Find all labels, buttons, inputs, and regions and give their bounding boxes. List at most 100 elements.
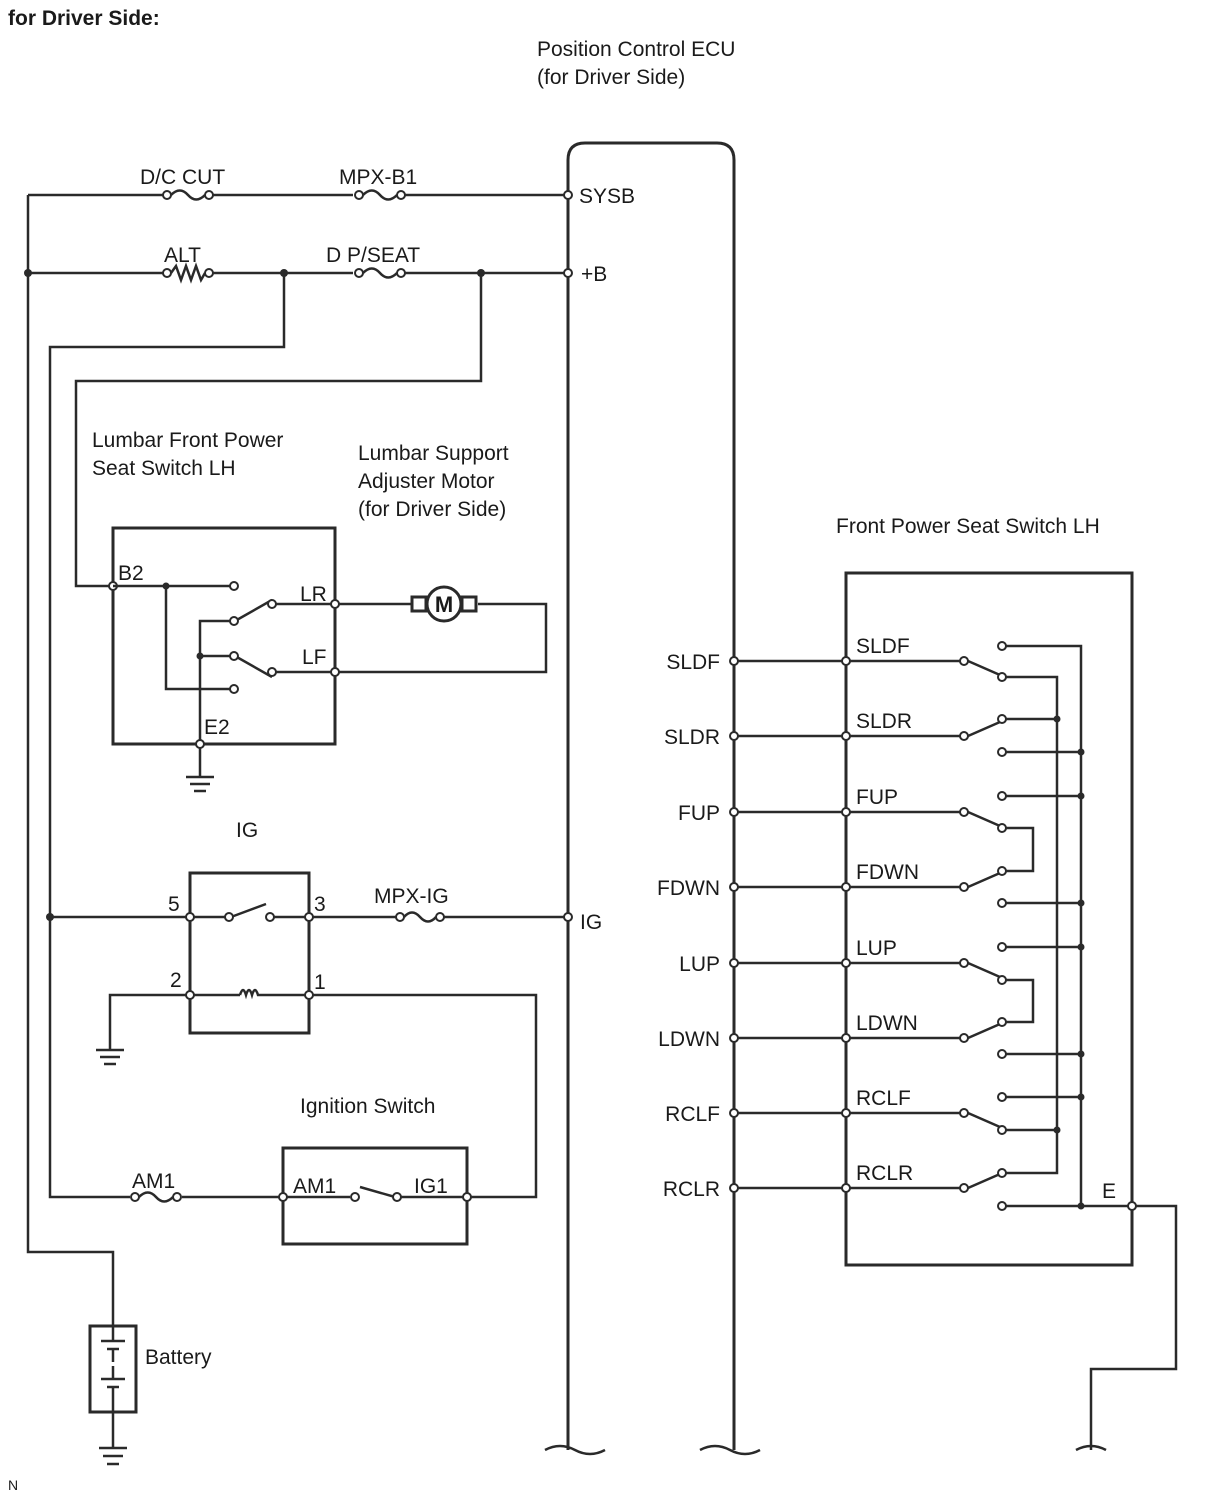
switch-contact [392, 1192, 402, 1202]
fuse-dp-seat [354, 267, 406, 279]
ground-symbol-icon [186, 748, 214, 793]
seat-switch-signal-label: FDWN [856, 861, 919, 884]
switch-contact [997, 672, 1007, 682]
ignition-switch-title: Ignition Switch [300, 1095, 435, 1118]
switch-contact [959, 882, 969, 892]
seat-switch-bus-wire [1006, 717, 1081, 1132]
switch-contact [997, 791, 1007, 801]
seat-switch-bus-wire [1006, 675, 1059, 1175]
ignition-ig1-label: IG1 [414, 1175, 448, 1198]
lumbar-lf-label: LF [302, 646, 327, 669]
ground-symbol-icon [96, 1048, 124, 1066]
battery-label: Battery [145, 1346, 212, 1369]
lumbar-lr-label: LR [300, 583, 327, 606]
fuse-mpx-ig [395, 911, 445, 923]
switch-contact [959, 958, 969, 968]
ground-break-mark [1075, 1444, 1107, 1452]
switch-contact [997, 866, 1007, 876]
switch-contact [229, 616, 239, 626]
lumbar-e2-label: E2 [204, 716, 230, 739]
ecu-signal-terminal [729, 1033, 739, 1043]
seat-switch-ground-wire [1089, 1204, 1178, 1450]
ecu-title-line2: (for Driver Side) [537, 66, 685, 89]
motor-wire [339, 602, 548, 674]
ig-relay-pin3 [304, 912, 314, 922]
switch-contact [959, 656, 969, 666]
ecu-sysb-label: SYSB [579, 185, 635, 208]
diagram-heading: for Driver Side: [8, 7, 160, 30]
ig-relay-pin1-label: 1 [314, 971, 326, 994]
switch-contact [265, 912, 275, 922]
seat-switch-signal-label: RCLF [856, 1087, 911, 1110]
ecu-signal-terminal [729, 882, 739, 892]
seat-switch-signal-terminal [841, 882, 851, 892]
switch-lever [967, 659, 1001, 677]
switch-lever [967, 1111, 1001, 1129]
seat-switch-box [844, 571, 1134, 1267]
switch-contact [350, 1192, 360, 1202]
seat-switch-e-terminal [1127, 1201, 1137, 1211]
ecu-ig-terminal [563, 912, 573, 922]
switch-contact [229, 651, 239, 661]
switch-contact [997, 1049, 1007, 1059]
ground-symbol-icon [99, 1412, 127, 1466]
ecu-body [566, 141, 736, 1450]
seat-switch-signal-label: SLDR [856, 710, 912, 733]
seat-switch-signal-label: RCLR [856, 1162, 913, 1185]
switch-contact [959, 731, 969, 741]
switch-lever [967, 810, 1001, 828]
ig-relay-pin1 [304, 990, 314, 1000]
seat-switch-signal-terminal [841, 731, 851, 741]
fuse-mpx-ig-label: MPX-IG [374, 885, 449, 908]
switch-contact [997, 714, 1007, 724]
switch-contact [959, 1108, 969, 1118]
junction-dot [46, 913, 54, 921]
switch-lever [967, 1172, 1001, 1190]
ecu-signal-label: RCLF [665, 1103, 720, 1126]
switch-contact [959, 1033, 969, 1043]
junction-dot [162, 582, 170, 590]
junction-dot [1053, 1126, 1061, 1134]
switch-contact [997, 975, 1007, 985]
seat-switch-signal-label: SLDF [856, 635, 910, 658]
ecu-sysb-terminal [563, 190, 573, 200]
fuse-mpx-b1 [354, 189, 406, 201]
lumbar-lf-terminal [330, 667, 340, 677]
ecu-signal-label: FUP [678, 802, 720, 825]
switch-contact [224, 912, 234, 922]
fuse-alt [162, 262, 214, 284]
seat-switch-signal-terminal [841, 1108, 851, 1118]
switch-contact [959, 807, 969, 817]
switch-contact [997, 823, 1007, 833]
switch-contact [997, 747, 1007, 757]
switch-contact [997, 1017, 1007, 1027]
ignition-ig1-terminal [462, 1192, 472, 1202]
junction-dot [196, 652, 204, 660]
lumbar-switch-title-line2: Seat Switch LH [92, 457, 236, 480]
ig-relay-pin2-label: 2 [170, 969, 182, 992]
switch-contact [997, 1125, 1007, 1135]
ig-relay-pin2 [185, 990, 195, 1000]
seat-switch-signal-label: LUP [856, 937, 897, 960]
seat-switch-signal-terminal [841, 1033, 851, 1043]
ecu-signal-label: RCLR [663, 1178, 720, 1201]
switch-contact [959, 1183, 969, 1193]
junction-dot [1077, 792, 1085, 800]
switch-contact [997, 942, 1007, 952]
seat-switch-bus-wire [1006, 644, 1083, 1208]
switch-contact [997, 641, 1007, 651]
ecu-signal-label: SLDF [666, 651, 720, 674]
junction-dot [1077, 899, 1085, 907]
footer-mark: N [8, 1477, 18, 1493]
battery-bus-wire [26, 195, 115, 1326]
switch-contact [997, 898, 1007, 908]
lumbar-e2-terminal [195, 739, 205, 749]
ignition-am1-label: AM1 [293, 1175, 336, 1198]
lumbar-switch-box [111, 526, 337, 746]
ecu-signal-label: LUP [679, 953, 720, 976]
lumbar-feed-wire [74, 273, 483, 588]
seat-switch-signal-terminal [841, 958, 851, 968]
ecu-signal-terminal [729, 807, 739, 817]
lumbar-switch-title-line1: Lumbar Front Power [92, 429, 283, 452]
